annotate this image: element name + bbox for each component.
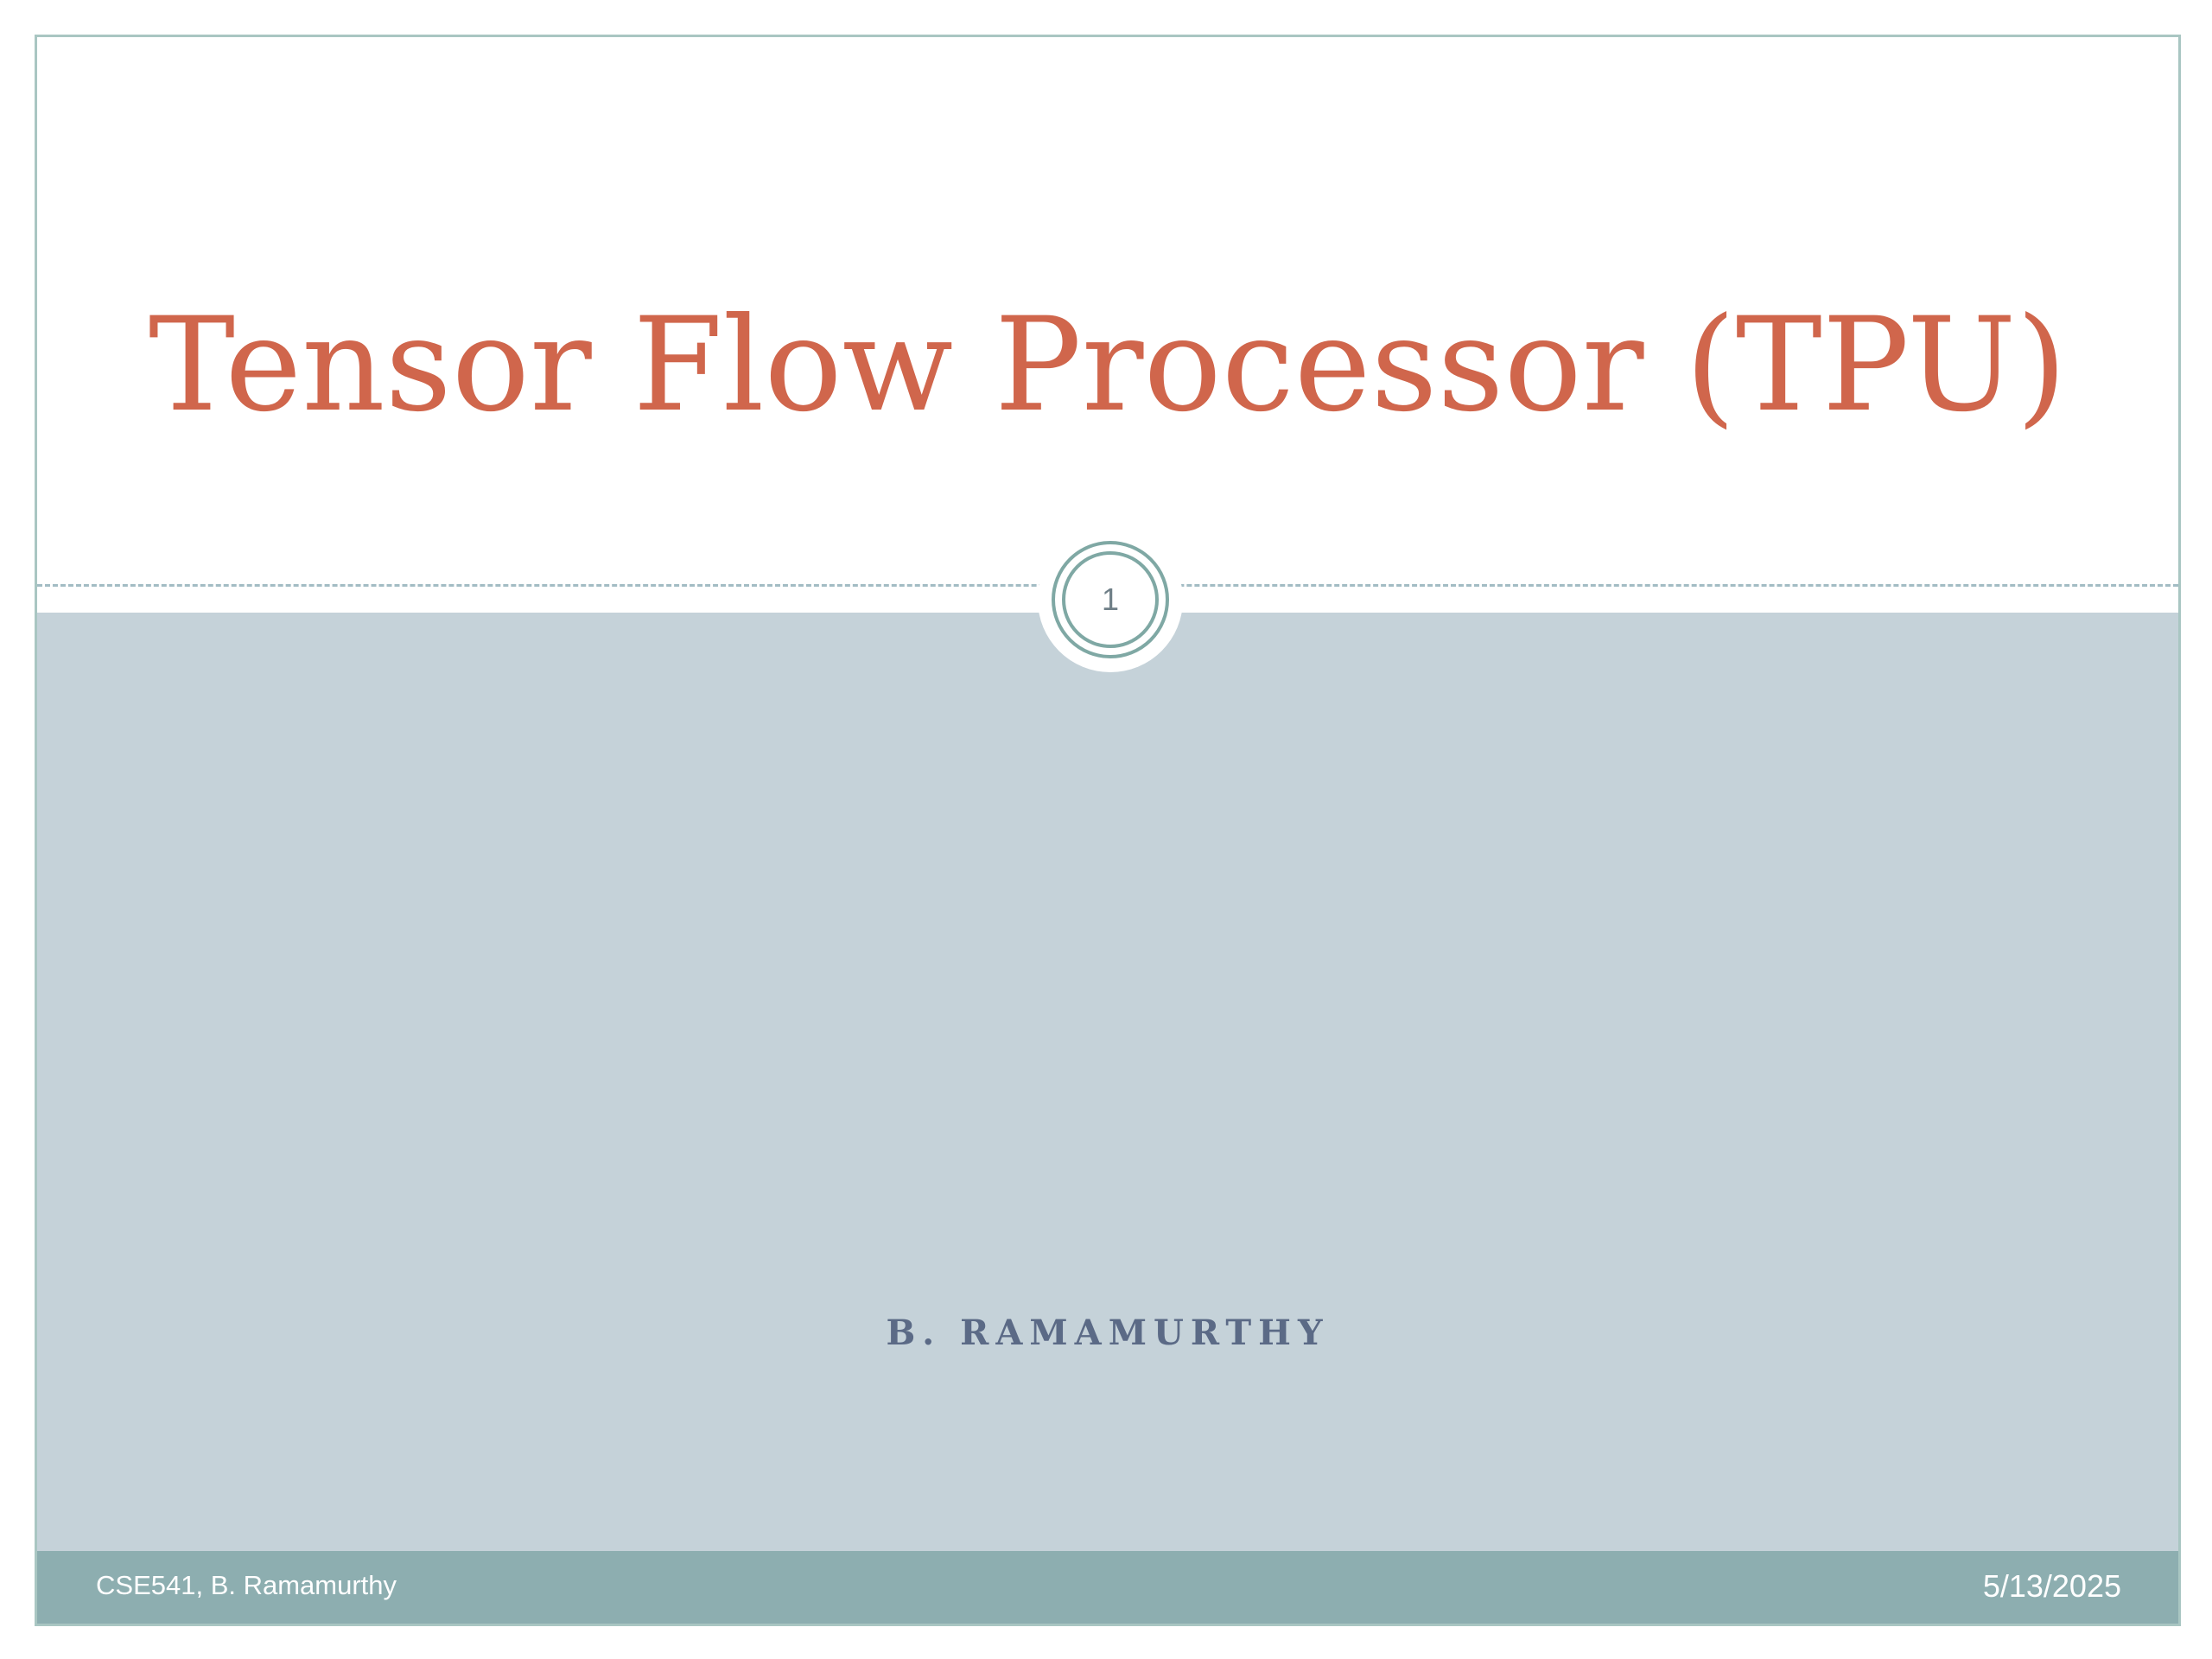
- slide-number-badge: 1: [1038, 527, 1183, 672]
- title-area: Tensor Flow Processor (TPU): [37, 37, 2178, 613]
- slide-number: 1: [1062, 551, 1159, 648]
- footer-course-author: CSE541, B. Ramamurthy: [96, 1570, 397, 1600]
- badge-outer-ring: 1: [1052, 541, 1169, 658]
- author-subtitle: B. RAMAMURTHY: [886, 1313, 1330, 1353]
- footer-date: 5/13/2025: [1982, 1568, 2121, 1604]
- footer-bar: CSE541, B. Ramamurthy 5/13/2025: [37, 1551, 2178, 1624]
- subtitle-area: B. RAMAMURTHY: [37, 613, 2178, 1556]
- slide-title: Tensor Flow Processor (TPU): [148, 290, 2068, 441]
- slide: Tensor Flow Processor (TPU) B. RAMAMURTH…: [35, 35, 2181, 1626]
